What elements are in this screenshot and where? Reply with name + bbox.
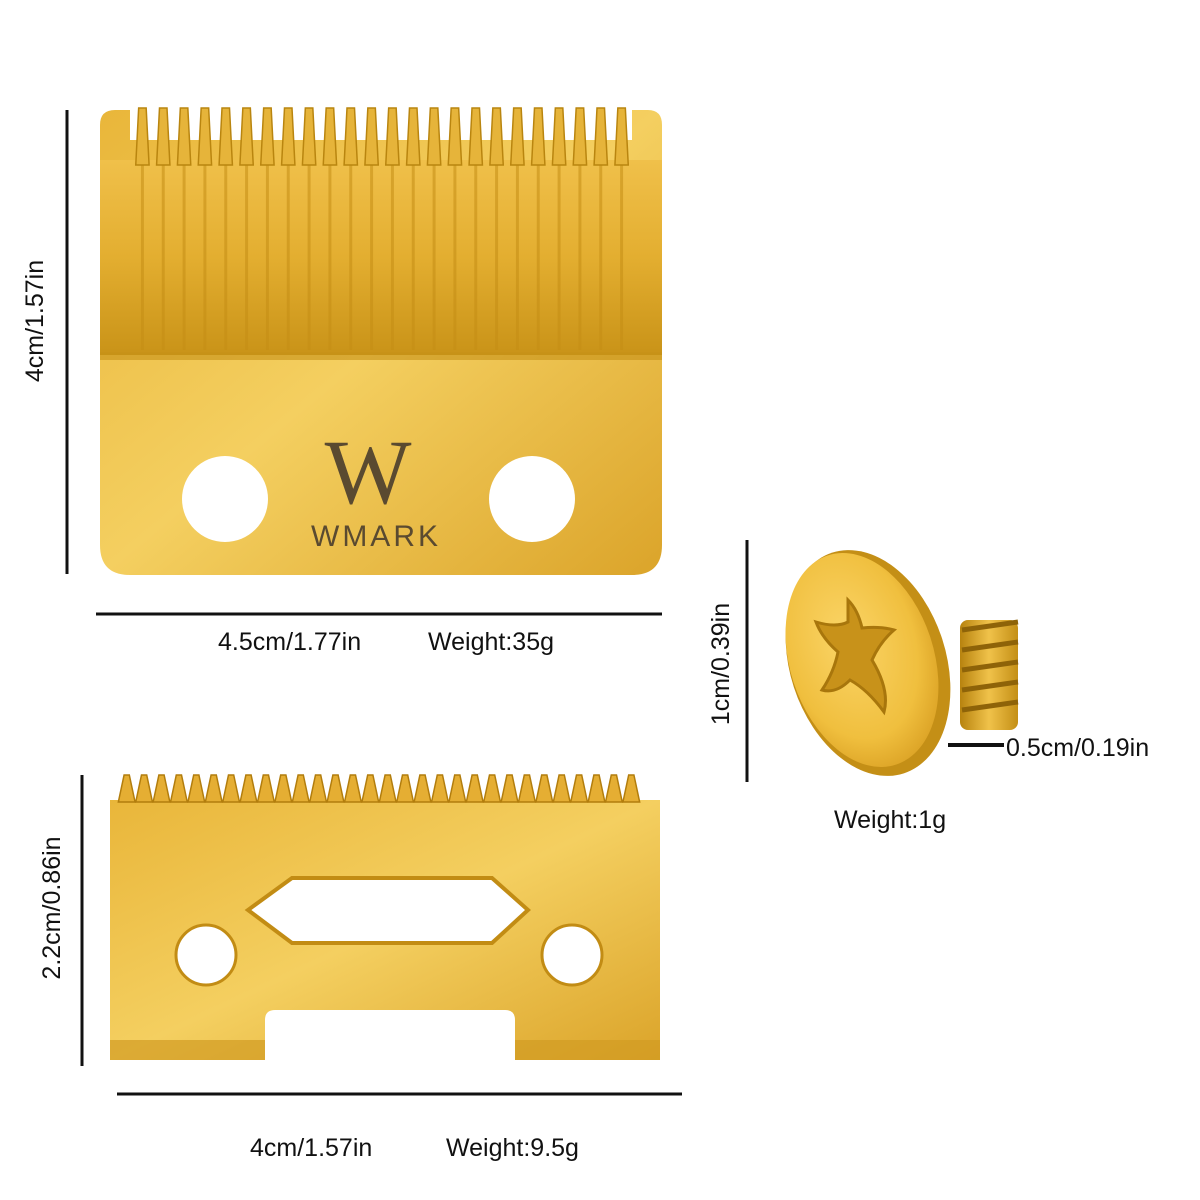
top-blade-weight-label: Weight:35g: [428, 628, 555, 656]
top-tooth: [322, 107, 338, 166]
top-tooth: [405, 107, 421, 166]
top-tooth: [593, 107, 609, 166]
bottom-tooth: [187, 774, 206, 803]
bottom-tooth: [291, 774, 310, 803]
top-tooth: [551, 107, 567, 166]
bottom-tooth: [169, 774, 189, 803]
bottom-tooth: [569, 774, 589, 803]
top-tooth: [134, 107, 150, 166]
top-tooth: [614, 107, 630, 166]
bottom-tooth: [361, 774, 380, 803]
top-tooth: [301, 107, 317, 166]
bottom-tooth: [500, 774, 519, 803]
bottom-tooth: [274, 774, 293, 803]
bottom-blade-width-label: 4cm/1.57in: [250, 1134, 373, 1162]
bottom-tooth: [535, 774, 554, 803]
bottom-tooth: [221, 774, 241, 803]
bottom-tooth: [604, 774, 624, 803]
top-blade-right-hole: [489, 456, 575, 542]
top-tooth: [468, 107, 484, 166]
top-tooth: [447, 107, 463, 166]
top-tooth: [489, 107, 505, 166]
bottom-tooth: [326, 774, 345, 803]
bottom-tooth: [343, 774, 363, 803]
bottom-tooth: [378, 774, 397, 803]
bottom-tooth: [517, 774, 537, 803]
bottom-tooth: [430, 774, 450, 803]
top-tooth: [259, 107, 275, 166]
top-tooth: [530, 107, 546, 166]
bottom-tooth: [395, 774, 415, 803]
top-tooth: [239, 107, 255, 166]
bottom-tooth: [308, 774, 328, 803]
top-tooth: [197, 107, 213, 166]
bottom-tooth: [134, 774, 154, 803]
top-tooth: [572, 107, 588, 166]
bottom-tooth: [152, 774, 171, 803]
phillips-drive: [813, 596, 898, 716]
screw-thread: [960, 619, 1019, 730]
top-tooth: [343, 107, 359, 166]
bottom-blade-teeth: [117, 774, 641, 803]
top-tooth: [280, 107, 296, 166]
bottom-tooth: [622, 774, 641, 803]
top-blade-width-label: 4.5cm/1.77in: [218, 628, 362, 656]
bottom-tooth: [482, 774, 502, 803]
top-blade-height-label: 4cm/1.57in: [21, 259, 49, 383]
screw-height-label: 1cm/0.39in: [707, 602, 735, 726]
top-blade-ribbed-area: [100, 160, 662, 355]
bottom-blade-left-hole: [174, 923, 238, 987]
bottom-blade-right-hole: [540, 923, 604, 987]
bottom-blade: [110, 774, 660, 1060]
bottom-tooth: [413, 774, 432, 803]
bottom-tooth: [117, 774, 136, 803]
brand-logo-letter: W: [325, 421, 412, 523]
top-tooth: [509, 107, 525, 166]
bottom-tooth: [587, 774, 606, 803]
bottom-tooth: [448, 774, 467, 803]
bottom-tooth: [256, 774, 276, 803]
top-tooth: [384, 107, 400, 166]
bottom-tooth: [465, 774, 484, 803]
bottom-tooth: [239, 774, 258, 803]
top-blade: W WMARK: [100, 107, 662, 575]
top-blade-teeth: [134, 107, 630, 166]
top-blade-left-hole: [182, 456, 268, 542]
top-tooth: [155, 107, 171, 166]
top-tooth: [426, 107, 442, 166]
bottom-tooth: [204, 774, 223, 803]
top-tooth: [364, 107, 380, 166]
bottom-blade-height-label: 2.2cm/0.86in: [38, 836, 66, 980]
brand-name: WMARK: [311, 520, 441, 553]
top-tooth: [218, 107, 234, 166]
screw-thread-label: 0.5cm/0.19in: [1006, 734, 1150, 762]
screw: [785, 550, 1019, 776]
screw-weight-label: Weight:1g: [834, 806, 947, 834]
bottom-blade-weight-label: Weight:9.5g: [446, 1134, 579, 1162]
top-tooth: [176, 107, 192, 166]
bottom-tooth: [552, 774, 571, 803]
bottom-blade-slot: [244, 876, 531, 945]
